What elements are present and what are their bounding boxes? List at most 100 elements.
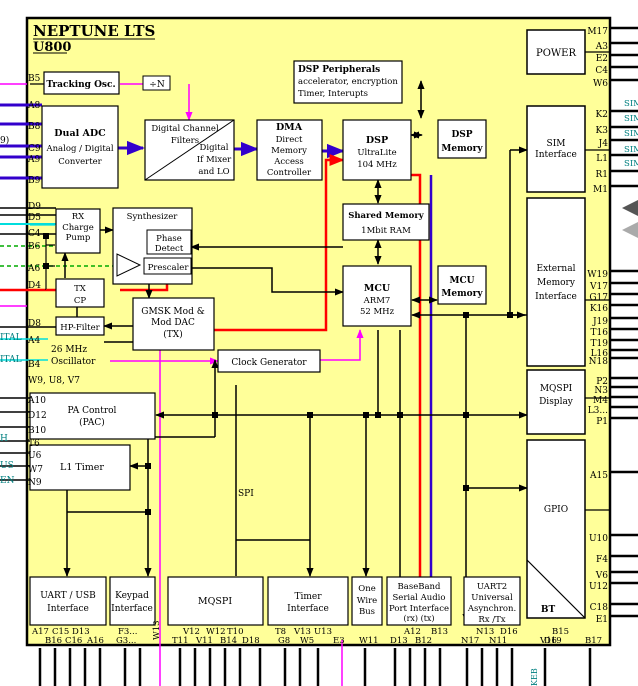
pin-bottom: T11: [172, 636, 189, 646]
pin-bottom: A12: [403, 627, 421, 637]
edge-label-bottom: KEB: [530, 668, 539, 686]
chip-title: NEPTUNE LTS: [33, 22, 155, 40]
pin-right: F4: [596, 555, 608, 565]
pin-right: J4: [598, 139, 609, 149]
pin-right: P2: [596, 377, 608, 387]
shared-mem-label: 1Mbit RAM: [361, 226, 411, 236]
tx-cp-label: CP: [74, 296, 87, 306]
pin-left: D5: [28, 213, 41, 223]
pin-bottom: C16: [65, 636, 82, 646]
pin-left: C9: [28, 144, 41, 154]
pin-right: R1: [595, 170, 608, 180]
pin-bottom: G8: [278, 636, 290, 646]
pin-right: T19: [591, 339, 609, 349]
pin-bottom: D16: [500, 627, 518, 637]
dsp-memory-block: [437, 119, 487, 159]
pin-bottom: B15: [552, 627, 569, 637]
dcf-divider: [144, 119, 235, 181]
hp-filter-label: HP-Filter: [60, 323, 100, 333]
pin-bottom: D13: [72, 627, 90, 637]
bt-label: BT: [541, 605, 556, 615]
baseband-label: Port Interface: [389, 604, 449, 614]
dcf-label: Digital: [200, 143, 229, 153]
mcu-label: MCU: [364, 283, 391, 294]
pin-right: E1: [596, 615, 608, 625]
pin-left: A4: [27, 336, 40, 346]
pin-left: D8: [28, 319, 41, 329]
pin-left: A10: [27, 396, 46, 406]
uart2-label: UART2: [477, 582, 507, 592]
power-label: POWER: [536, 48, 577, 59]
dma-label: DMA: [276, 122, 303, 133]
dcf-label: Digital Channel: [151, 124, 219, 134]
pin-right: V6: [595, 571, 608, 581]
sim-label: SIM: [547, 139, 566, 149]
pin-bottom: G3...: [116, 636, 136, 646]
right-edge-arrow-dark: [622, 200, 638, 216]
power-block: [526, 29, 586, 75]
rx-pump-label: RX: [72, 212, 85, 222]
edge-label-right: SIM: [624, 145, 638, 155]
dcf-label: and LO: [198, 167, 229, 177]
pin-bottom: V16: [539, 636, 557, 646]
dcf-label: Filters: [171, 136, 199, 146]
pin-bottom: E3: [333, 636, 345, 646]
dsp-mem-label: DSP: [451, 130, 472, 140]
pin-left: W7: [28, 465, 43, 475]
pin-bottom: V12: [182, 627, 200, 637]
pin-left: B10: [28, 426, 46, 436]
dsp-periph-label: Timer, Interupts: [298, 89, 368, 99]
dsp-periph-label: DSP Peripherals: [298, 65, 380, 75]
gpio-label: GPIO: [544, 505, 568, 515]
uart2-label: Rx /Tx: [478, 615, 505, 625]
divider-block: [142, 75, 171, 91]
pin-right: G17: [589, 293, 608, 303]
dsp-label: DSP: [366, 135, 388, 146]
pin-left: D12: [28, 411, 47, 421]
pin-left: B8: [28, 122, 41, 132]
pin-bottom: C15: [52, 627, 69, 637]
baseband-label: Serial Audio: [392, 593, 445, 603]
pin-left: T6: [28, 439, 40, 449]
pin-bottom: W12: [206, 627, 226, 637]
pin-right: J19: [592, 317, 608, 327]
gpio-bt-divider: [526, 559, 586, 619]
phase-label: Phase: [156, 234, 182, 244]
pin-bottom: T8: [275, 627, 286, 637]
clock-generator-block: [217, 349, 321, 373]
pin-bottom: B12: [415, 636, 432, 646]
sim-label: Interface: [535, 150, 577, 160]
pin-bottom: D18: [242, 636, 260, 646]
mqspi-label: MQSPI: [198, 596, 232, 607]
pin-right: L3...: [588, 406, 608, 416]
pin-left: D4: [28, 281, 41, 291]
pin-bottom: W5: [300, 636, 314, 646]
junction-dots: [43, 233, 513, 515]
prescaler-label: Prescaler: [148, 263, 190, 273]
pin-right: L16: [591, 349, 609, 359]
dsp-periph-label: accelerator, encryption: [298, 77, 398, 87]
one-wire-label: Bus: [359, 607, 375, 617]
ext-mem-label: Memory: [537, 278, 576, 288]
ext-mem-label: Interface: [535, 292, 577, 302]
dcf-label: If Mixer: [197, 155, 232, 165]
pin-right: M17: [587, 27, 608, 37]
uart-usb-label: Interface: [47, 604, 89, 614]
pin-right: K3: [596, 126, 609, 136]
mcu-memory-block: [437, 265, 487, 305]
pin-right: A15: [589, 471, 608, 481]
dsp-label: UltraLite: [357, 148, 396, 158]
dma-block: [256, 119, 323, 181]
pin-right: W6: [593, 79, 608, 89]
rx-pump-label: Charge: [62, 223, 94, 233]
synth-label: Synthesizer: [127, 212, 179, 222]
shared-mem-label: Shared Memory: [348, 211, 425, 221]
pin-left: B4: [28, 360, 41, 370]
pin-left: A6: [27, 264, 40, 274]
divider-label: ÷N: [149, 80, 165, 90]
pin-right: P1: [596, 417, 608, 427]
pin-bottom: N11: [489, 636, 507, 646]
pin-bottom: W13: [152, 620, 162, 640]
tracking-osc-block: [43, 71, 120, 95]
mqspi-block: [167, 576, 264, 626]
